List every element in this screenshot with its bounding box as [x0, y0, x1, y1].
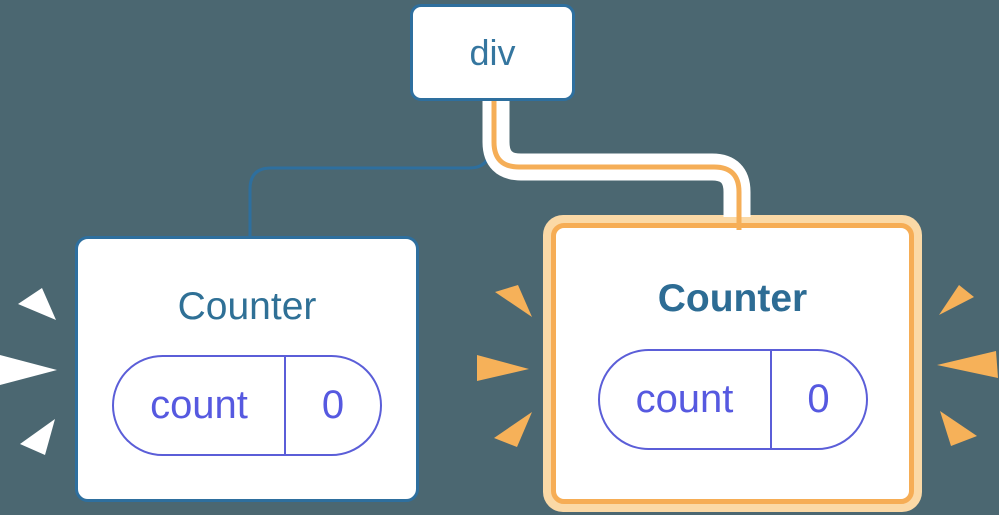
spark-icon — [940, 411, 977, 446]
counter-card-right-highlight: Counter count 0 — [543, 215, 922, 512]
state-value: 0 — [807, 376, 830, 421]
state-key: count — [114, 356, 286, 454]
state-value: 0 — [321, 382, 345, 427]
state-pill: count 0 — [112, 354, 382, 456]
counter-title: Counter — [657, 277, 808, 320]
spark-icon — [18, 288, 56, 320]
counter-title: Counter — [177, 285, 317, 328]
connector-right-orange-line — [491, 101, 742, 230]
connector-left-line — [248, 101, 492, 238]
counter-card-right-inner: Counter count 0 — [551, 223, 914, 504]
spark-icon — [477, 355, 529, 381]
spark-icon — [939, 285, 974, 315]
state-key: count — [600, 350, 772, 448]
spark-icon — [495, 285, 532, 317]
spark-icon — [20, 419, 55, 455]
root-node-div: div — [410, 4, 575, 101]
counter-card-left: Counter count 0 — [75, 236, 419, 502]
connector-right-pipe — [482, 101, 751, 217]
root-node-label: div — [469, 31, 516, 73]
spark-icon — [494, 412, 532, 447]
spark-icon — [0, 355, 57, 385]
state-pill: count 0 — [597, 348, 868, 450]
spark-icon — [937, 351, 998, 378]
